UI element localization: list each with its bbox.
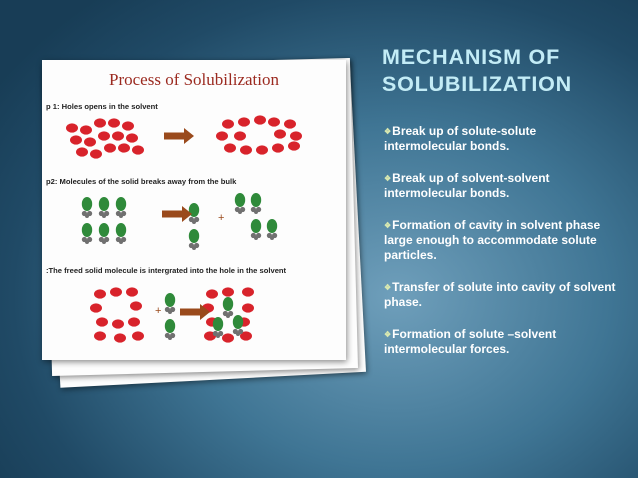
solvent-molecule	[242, 287, 254, 297]
process-arrow	[162, 206, 192, 222]
bullet-text: Transfer of solute into cavity of solven…	[384, 280, 616, 309]
bullet-text: Formation of solute –solvent intermolecu…	[384, 327, 557, 356]
solvent-molecule	[290, 131, 302, 141]
solvent-molecule	[224, 143, 236, 153]
slide-title-line: MECHANISM OF	[382, 45, 561, 69]
solvent-molecule	[80, 125, 92, 135]
solute-molecule	[234, 193, 246, 214]
solvent-molecule	[126, 133, 138, 143]
plus-signs: + +	[155, 212, 224, 317]
slide-title: MECHANISM OF SOLUBILIZATION	[382, 44, 572, 98]
solvent-molecule	[90, 303, 102, 313]
solute-molecule	[232, 315, 244, 336]
solvent-molecule	[126, 287, 138, 297]
solvent-molecule	[122, 121, 134, 131]
figure-title: Process of Solubilization	[109, 70, 279, 89]
solvent-molecule	[84, 137, 96, 147]
solvent-molecule	[98, 131, 110, 141]
list-item: ❖Formation of cavity in solvent phase la…	[384, 218, 620, 263]
solute-molecule	[115, 223, 127, 244]
solvent-molecule	[114, 333, 126, 343]
solute-molecule	[81, 223, 93, 244]
process-arrow	[180, 304, 210, 320]
solvent-molecule	[110, 287, 122, 297]
list-item: ❖Transfer of solute into cavity of solve…	[384, 280, 620, 310]
solvent-molecule	[222, 119, 234, 129]
solvent-molecule	[104, 143, 116, 153]
solvent-molecule	[94, 331, 106, 341]
diamond-bullet-icon: ❖	[384, 330, 392, 339]
solvent-molecule	[66, 123, 78, 133]
solute-molecules	[81, 193, 278, 340]
list-item: ❖Break up of solute-solute intermolecula…	[384, 124, 620, 154]
solvent-molecule	[240, 331, 252, 341]
mechanism-list: ❖Break up of solute-solute intermolecula…	[384, 124, 620, 374]
solvent-molecule	[130, 301, 142, 311]
process-arrows	[162, 128, 210, 320]
solvent-molecule	[90, 149, 102, 159]
solute-molecule	[164, 319, 176, 340]
list-item: ❖Break up of solvent-solvent intermolecu…	[384, 171, 620, 201]
diamond-bullet-icon: ❖	[384, 283, 392, 292]
bullet-text: Break up of solute-solute intermolecular…	[384, 124, 537, 153]
solvent-molecule	[94, 289, 106, 299]
solvent-molecule	[70, 135, 82, 145]
solvent-molecule	[108, 118, 120, 128]
solvent-molecule	[216, 131, 228, 141]
solvent-molecule	[112, 319, 124, 329]
solvent-molecule	[128, 317, 140, 327]
solvent-molecule	[94, 118, 106, 128]
solute-molecule	[188, 229, 200, 250]
solvent-molecule	[118, 143, 130, 153]
solute-molecule	[115, 197, 127, 218]
solute-molecule	[212, 317, 224, 338]
slide-title-line: SOLUBILIZATION	[382, 72, 572, 96]
solute-molecule	[81, 197, 93, 218]
step-3-label: :The freed solid molecule is intergrated…	[46, 266, 287, 275]
solvent-molecule	[242, 303, 254, 313]
diamond-bullet-icon: ❖	[384, 221, 392, 230]
solvent-molecule	[96, 317, 108, 327]
solvent-molecule	[132, 331, 144, 341]
solvent-molecule	[288, 141, 300, 151]
solute-molecule	[250, 219, 262, 240]
solvent-molecule	[268, 117, 280, 127]
plus-sign: +	[155, 305, 161, 317]
solute-molecule	[98, 223, 110, 244]
solvent-molecule	[238, 117, 250, 127]
plus-sign: +	[218, 212, 224, 224]
solute-molecule	[98, 197, 110, 218]
process-arrow	[164, 128, 194, 144]
list-item: ❖Formation of solute –solvent intermolec…	[384, 327, 620, 357]
solubilization-figure: Process of Solubilization p 1: Holes ope…	[42, 60, 346, 360]
solvent-molecules	[66, 115, 302, 343]
solvent-molecule	[254, 115, 266, 125]
solute-molecule	[266, 219, 278, 240]
bullet-text: Break up of solvent-solvent intermolecul…	[384, 171, 550, 200]
step-2-label: p2: Molecules of the solid breaks away f…	[46, 177, 237, 186]
step-1-label: p 1: Holes opens in the solvent	[46, 102, 158, 111]
solvent-molecule	[256, 145, 268, 155]
solvent-molecule	[76, 147, 88, 157]
solvent-molecule	[274, 129, 286, 139]
solvent-molecule	[132, 145, 144, 155]
solvent-molecule	[234, 131, 246, 141]
bullet-text: Formation of cavity in solvent phase lar…	[384, 218, 601, 262]
solvent-molecule	[284, 119, 296, 129]
solvent-molecule	[272, 143, 284, 153]
solvent-molecule	[206, 289, 218, 299]
solute-molecule	[222, 297, 234, 318]
diamond-bullet-icon: ❖	[384, 174, 392, 183]
solute-molecule	[188, 203, 200, 224]
diamond-bullet-icon: ❖	[384, 127, 392, 136]
solvent-molecule	[240, 145, 252, 155]
solvent-molecule	[222, 287, 234, 297]
solute-molecule	[250, 193, 262, 214]
solute-molecule	[164, 293, 176, 314]
solvent-molecule	[112, 131, 124, 141]
solvent-molecule	[222, 333, 234, 343]
figure-diagram: + +	[66, 115, 302, 343]
